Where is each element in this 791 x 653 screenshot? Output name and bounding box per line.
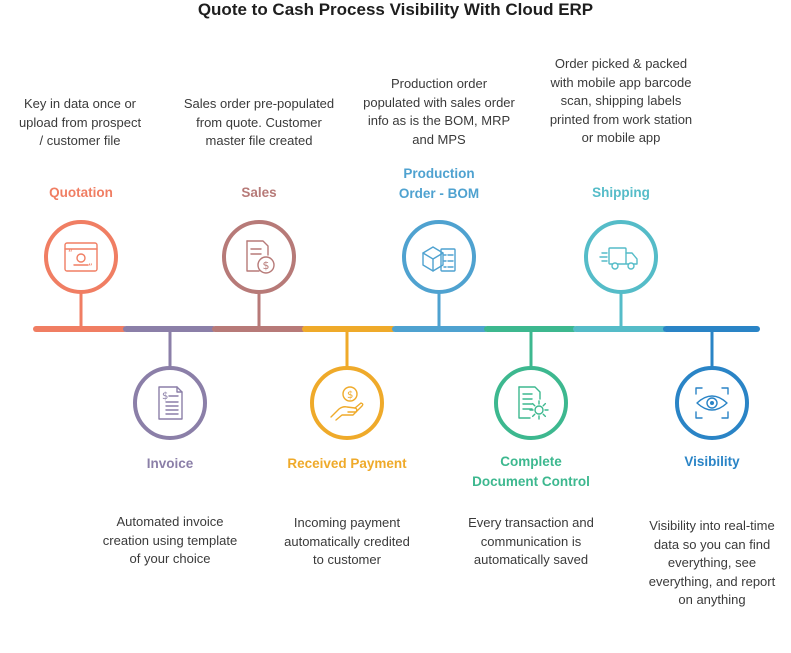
step-description-line: creation using template [102,532,238,548]
step-label-4: Received Payment [287,454,406,474]
step-description-8: Visibility into real-time data so you can… [632,517,791,610]
step-circle-3 [222,220,296,294]
invoice-document-icon: $ [158,386,183,420]
eye-scan-icon [695,387,729,419]
step-description-line: Automated invoice [116,514,224,529]
step-description-line: from quote. Customer [196,114,322,130]
step-description-line: on anything [678,592,746,607]
step-description-line: with mobile app barcode [550,74,692,90]
diagram-title: Quote to Cash Process Visibility With Cl… [197,0,594,19]
step-description-5: Production order populated with sales ord… [344,75,534,149]
step-label-2: Invoice [147,454,194,474]
step-description-line: / customer file [39,133,121,148]
step-circle-7 [584,220,658,294]
step-description-line: Incoming payment [293,515,401,530]
production-box-icon [422,246,456,272]
step-description-line: communication is [480,533,582,549]
step-description-line: data so you can find [653,536,771,552]
step-circle-5 [402,220,476,294]
step-label-line: Order - BOM [398,186,480,201]
step-description-line: Key in data once or [23,96,137,111]
step-description-line: populated with sales order [363,94,515,110]
svg-text:“: “ [68,249,73,259]
quotation-document-icon: “” [64,242,98,273]
step-circle-4 [310,366,384,440]
step-description-6: Every transaction and communication is aut… [451,514,611,570]
step-label-line: Production [403,166,475,181]
step-description-line: automatically saved [473,552,589,567]
step-description-line: master file created [205,133,313,148]
delivery-truck-icon [599,247,638,270]
step-description-line: Visibility into real-time [649,518,775,533]
step-label-line: Visibility [684,454,740,469]
document-gear-icon [518,386,549,420]
step-label-line: Invoice [146,456,194,471]
step-description-line: everything, and report [648,573,776,589]
sales-order-icon: $ [246,240,275,274]
step-description-line: Order picked & packed [554,56,688,71]
step-description-line: Production order [390,76,488,91]
step-circle-2 [133,366,207,440]
step-description-line: scan, shipping labels [560,93,682,108]
step-description-line: to customer [313,552,381,567]
step-label-7: Shipping [592,183,650,203]
step-description-4: Incoming payment automatically credited to… [267,514,427,570]
step-description-line: of your choice [129,551,211,566]
step-label-line: Quotation [49,185,113,200]
step-description-line: printed from work station [549,111,693,127]
step-description-line: info as is the BOM, MRP [367,113,511,128]
step-description-line: Every transaction and [468,515,594,530]
step-label-1: Quotation [49,183,113,203]
step-label-line: Document Control [472,474,590,489]
step-description-line: automatically credited [284,533,410,549]
step-label-line: Complete [500,454,562,469]
step-description-7: Order picked & packed with mobile app bar… [526,55,716,148]
step-description-line: and MPS [412,131,466,147]
svg-text:”: ” [88,263,93,273]
step-circle-6 [494,366,568,440]
step-label-3: Sales [241,183,276,203]
step-description-line: upload from prospect [18,114,142,130]
step-description-2: Automated invoice creation using template… [88,513,253,569]
step-description-line: or mobile app [581,130,661,145]
step-description-3: Sales order pre-populated from quote. Cus… [167,95,352,151]
step-label-line: Received Payment [287,456,407,471]
svg-text:$: $ [347,390,353,401]
step-label-line: Sales [241,185,277,200]
step-description-1: Key in data once or upload from prospect /… [3,95,158,151]
step-circle-1 [44,220,118,294]
step-label-8: Visibility [684,452,739,472]
svg-text:$: $ [263,259,270,272]
payment-hand-icon: $ [330,386,364,421]
svg-text:$: $ [162,391,168,402]
step-description-line: everything, see [667,555,757,570]
step-description-line: Sales order pre-populated [183,96,335,111]
step-label-line: Shipping [592,185,650,200]
